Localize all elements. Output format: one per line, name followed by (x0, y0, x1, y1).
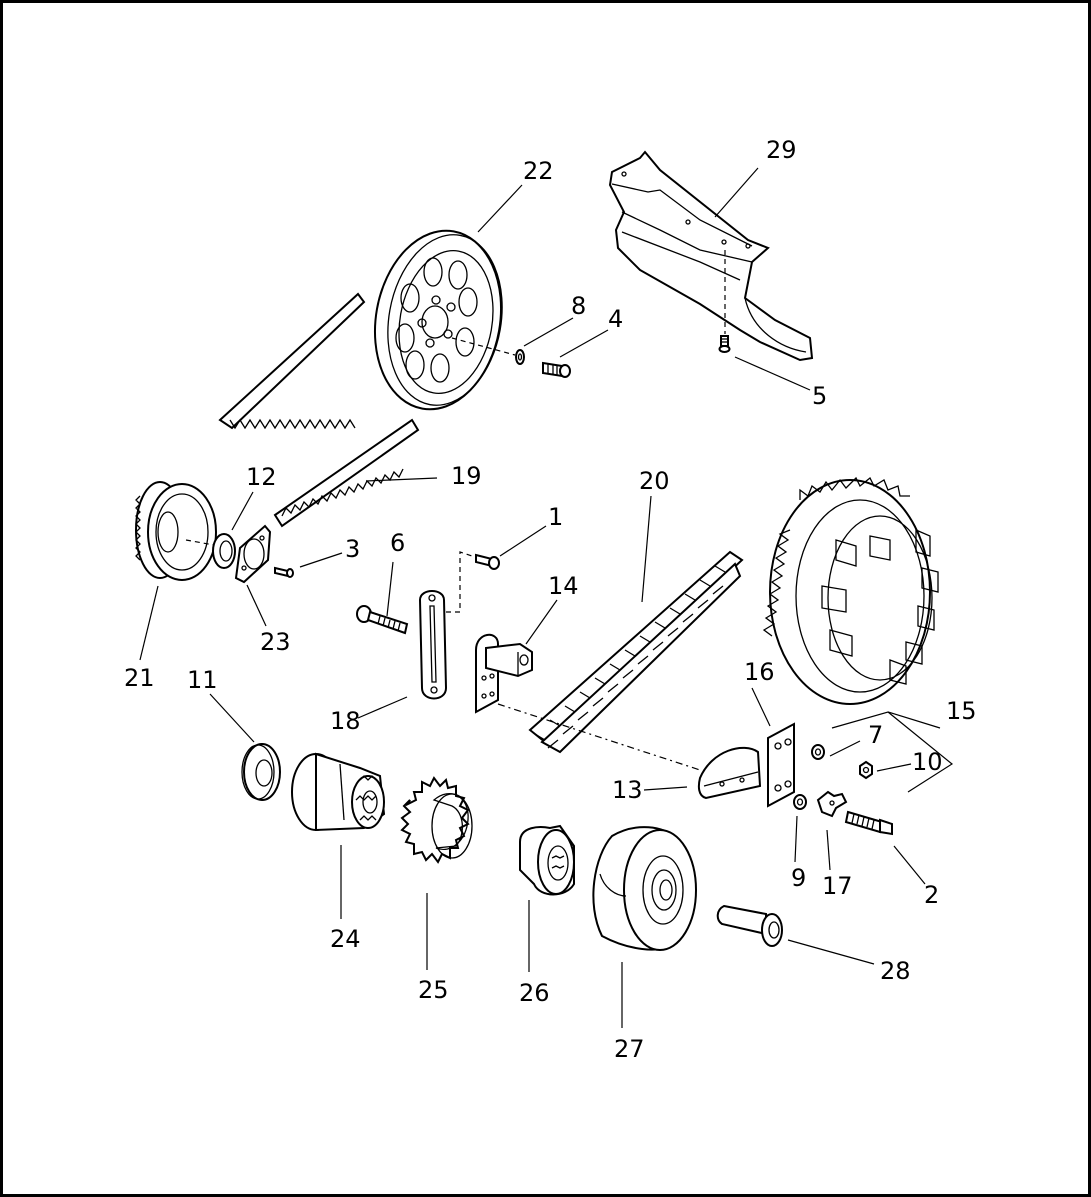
callout-8: 8 (571, 292, 586, 320)
callout-labels: 1 2 3 4 5 6 7 8 9 10 11 12 13 14 15 16 1… (124, 136, 977, 1063)
part-20-chain (497, 550, 744, 771)
part-1-screw (475, 553, 500, 570)
callout-27: 27 (614, 1035, 645, 1063)
callout-23: 23 (260, 628, 291, 656)
callout-15: 15 (946, 697, 977, 725)
callout-16: 16 (744, 658, 775, 686)
callout-2: 2 (924, 881, 939, 909)
part-6-adjuster-bolt (356, 605, 409, 635)
part-19-drive-belt (218, 292, 420, 528)
part-22-rear-pulley (373, 229, 516, 411)
part-15-bracket-lines (831, 711, 954, 793)
part-8-washer (515, 349, 525, 365)
callout-1: 1 (548, 503, 563, 531)
part-11-washer (241, 743, 281, 801)
callout-26: 26 (519, 979, 550, 1007)
callout-10: 10 (912, 748, 943, 776)
part-25-sprocket (400, 776, 473, 864)
part-14-bracket (475, 634, 533, 714)
part-7-washer (811, 744, 825, 760)
part-2-bolt (844, 810, 893, 836)
callout-18: 18 (330, 707, 361, 735)
callout-7: 7 (868, 721, 883, 749)
callout-24: 24 (330, 925, 361, 953)
callout-17: 17 (822, 872, 853, 900)
part-27-drum (592, 826, 697, 951)
part-16-plate (767, 722, 795, 808)
part-28-bushing (716, 904, 783, 947)
part-12-spacer (212, 533, 236, 569)
part-13-shoe (697, 747, 762, 800)
callout-14: 14 (548, 572, 579, 600)
callout-5: 5 (812, 382, 827, 410)
part-3-screw (274, 566, 294, 578)
part-21-pulley (135, 481, 217, 581)
callout-25: 25 (418, 976, 449, 1004)
part-5-screw (718, 335, 731, 353)
part-18-slot-plate (418, 551, 479, 700)
callout-3: 3 (345, 535, 360, 563)
callout-6: 6 (390, 529, 405, 557)
part-23-lock-plate (234, 524, 272, 584)
part-10-nut (859, 760, 873, 780)
callout-4: 4 (608, 305, 623, 333)
callout-11: 11 (187, 666, 218, 694)
callout-13: 13 (612, 776, 643, 804)
callout-28: 28 (880, 957, 911, 985)
part-9-washer (793, 794, 807, 810)
callout-29: 29 (766, 136, 797, 164)
callout-12: 12 (246, 463, 277, 491)
part-24-hub (291, 752, 386, 832)
clutch-shell (762, 476, 939, 705)
part-26-cam (519, 824, 575, 896)
part-17-lock-tab (816, 790, 848, 818)
part-4-bolt (542, 361, 571, 378)
callout-9: 9 (791, 864, 806, 892)
callout-21: 21 (124, 664, 155, 692)
leader-lines (139, 167, 926, 1028)
callout-19: 19 (451, 462, 482, 490)
callout-20: 20 (639, 467, 670, 495)
callout-22: 22 (523, 157, 554, 185)
part-29-belt-guard (608, 150, 814, 362)
